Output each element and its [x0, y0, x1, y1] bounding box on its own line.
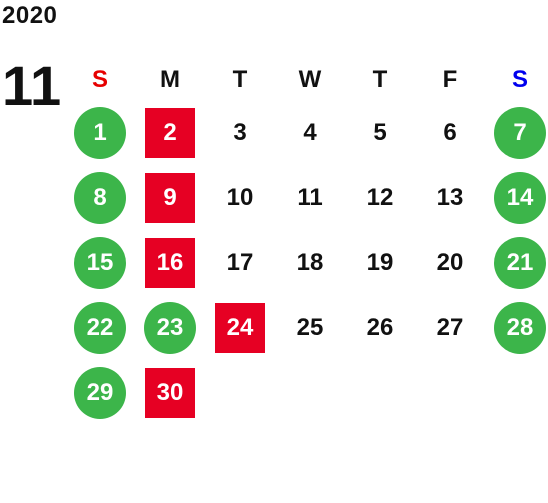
day-cell[interactable]: 27: [415, 295, 485, 360]
day-number: 17: [226, 248, 254, 276]
day-number-red-square: 2: [145, 107, 195, 158]
day-cell[interactable]: 25: [275, 295, 345, 360]
day-number-green-circle: 21: [494, 236, 546, 289]
day-number-green-circle: 15: [74, 236, 126, 289]
month-label: 11: [2, 54, 62, 117]
day-cell[interactable]: 21: [485, 230, 548, 295]
day-cell[interactable]: 2: [135, 100, 205, 165]
day-number: 5: [373, 118, 387, 146]
day-cell[interactable]: 22: [65, 295, 135, 360]
day-number: 25: [296, 313, 324, 341]
day-cell[interactable]: 5: [345, 100, 415, 165]
weekday-wed: W: [298, 66, 322, 93]
day-number-green-circle: 8: [74, 171, 126, 224]
day-cell[interactable]: 4: [275, 100, 345, 165]
day-number-red-square: 16: [145, 237, 195, 288]
day-number-green-circle: 1: [74, 106, 126, 159]
day-cell[interactable]: 7: [485, 100, 548, 165]
day-cell[interactable]: 13: [415, 165, 485, 230]
day-cell: [275, 360, 345, 425]
day-cell: [485, 360, 548, 425]
day-cell[interactable]: 18: [275, 230, 345, 295]
weekday-header-row: S M T W T F S: [65, 60, 548, 100]
day-cell[interactable]: 15: [65, 230, 135, 295]
day-number-red-square: 9: [145, 172, 195, 223]
weekday-mon: M: [160, 66, 180, 93]
day-cell[interactable]: 23: [135, 295, 205, 360]
day-number-green-circle: 7: [494, 106, 546, 159]
day-cell[interactable]: 29: [65, 360, 135, 425]
day-number: 3: [233, 118, 247, 146]
day-number: 18: [296, 248, 324, 276]
day-number-red-square: 24: [215, 302, 265, 353]
weekday-fri: F: [442, 66, 458, 93]
day-cell[interactable]: 12: [345, 165, 415, 230]
day-cell: [345, 360, 415, 425]
day-number: 6: [443, 118, 457, 146]
weekday-sun: S: [91, 66, 108, 93]
day-number-green-circle: 28: [494, 301, 546, 354]
day-cell[interactable]: 16: [135, 230, 205, 295]
day-number: 4: [303, 118, 317, 146]
day-number: 19: [366, 248, 394, 276]
day-cell[interactable]: 11: [275, 165, 345, 230]
day-cell[interactable]: 28: [485, 295, 548, 360]
day-number-red-square: 30: [145, 367, 195, 418]
day-cell[interactable]: 30: [135, 360, 205, 425]
weekday-tue: T: [232, 66, 248, 93]
day-cell[interactable]: 3: [205, 100, 275, 165]
day-cell[interactable]: 14: [485, 165, 548, 230]
day-number: 27: [436, 313, 464, 341]
day-cell[interactable]: 17: [205, 230, 275, 295]
day-cell: [415, 360, 485, 425]
weekday-sat: S: [511, 66, 528, 93]
weekday-thu: T: [372, 66, 388, 93]
day-number-green-circle: 29: [74, 366, 126, 419]
day-cell[interactable]: 26: [345, 295, 415, 360]
day-number: 12: [366, 183, 394, 211]
day-number: 10: [226, 183, 254, 211]
day-number-green-circle: 23: [144, 301, 196, 354]
year-label: 2020: [2, 2, 58, 29]
day-cell[interactable]: 10: [205, 165, 275, 230]
day-number-green-circle: 14: [494, 171, 546, 224]
day-number: 13: [436, 183, 464, 211]
day-cell[interactable]: 9: [135, 165, 205, 230]
day-cell[interactable]: 6: [415, 100, 485, 165]
day-cell[interactable]: 24: [205, 295, 275, 360]
week-row: 22 23 24 25 26 27 28: [65, 295, 548, 360]
day-cell[interactable]: 8: [65, 165, 135, 230]
day-number: 11: [297, 183, 323, 211]
day-number: 20: [436, 248, 464, 276]
day-cell[interactable]: 19: [345, 230, 415, 295]
week-row: 29 30: [65, 360, 548, 425]
day-number: 26: [366, 313, 394, 341]
day-cell[interactable]: 20: [415, 230, 485, 295]
day-cell: [205, 360, 275, 425]
day-cell[interactable]: 1: [65, 100, 135, 165]
day-number-green-circle: 22: [74, 301, 126, 354]
week-row: 15 16 17 18 19 20 21: [65, 230, 548, 295]
